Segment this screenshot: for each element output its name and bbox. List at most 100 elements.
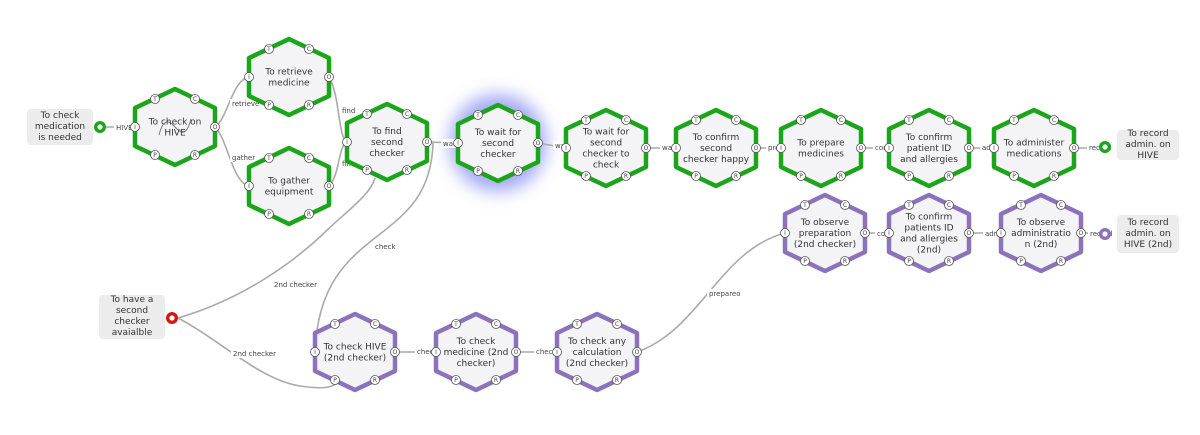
port-right[interactable]: O bbox=[860, 228, 870, 238]
port-top-left[interactable]: T bbox=[451, 319, 461, 329]
port-bottom-left[interactable]: P bbox=[362, 165, 372, 175]
port-top-left[interactable]: T bbox=[150, 94, 160, 104]
port-right[interactable]: O bbox=[210, 122, 220, 132]
port-bottom-left[interactable]: P bbox=[800, 256, 810, 266]
port-right[interactable]: O bbox=[422, 137, 432, 147]
port-bottom-right[interactable]: R bbox=[836, 171, 846, 181]
port-top-right[interactable]: C bbox=[304, 44, 314, 54]
port-top-left[interactable]: T bbox=[904, 200, 914, 210]
port-left[interactable]: I bbox=[453, 138, 463, 148]
port-bottom-right[interactable]: R bbox=[840, 256, 850, 266]
port-bottom-left[interactable]: P bbox=[904, 256, 914, 266]
port-left[interactable]: I bbox=[561, 143, 571, 153]
port-top-left[interactable]: T bbox=[264, 44, 274, 54]
port-top-right[interactable]: C bbox=[612, 319, 622, 329]
port-right[interactable]: O bbox=[1069, 143, 1079, 153]
terminal-box-start-check[interactable]: To check medication is needed bbox=[27, 109, 93, 145]
port-bottom-left[interactable]: P bbox=[581, 171, 591, 181]
port-top-left[interactable]: T bbox=[800, 200, 810, 210]
port-bottom-left[interactable]: P bbox=[330, 375, 340, 385]
port-bottom-right[interactable]: R bbox=[612, 375, 622, 385]
port-top-right[interactable]: C bbox=[491, 319, 501, 329]
port-bottom-left[interactable]: P bbox=[473, 166, 483, 176]
port-top-right[interactable]: C bbox=[1056, 200, 1066, 210]
port-top-right[interactable]: C bbox=[944, 200, 954, 210]
port-bottom-right[interactable]: R bbox=[513, 166, 523, 176]
port-top-right[interactable]: C bbox=[190, 94, 200, 104]
port-top-left[interactable]: T bbox=[473, 110, 483, 120]
terminal-box-start-second[interactable]: To have a second checker avaialble bbox=[99, 295, 165, 339]
port-top-right[interactable]: C bbox=[402, 109, 412, 119]
port-bottom-left[interactable]: P bbox=[796, 171, 806, 181]
port-top-left[interactable]: T bbox=[691, 115, 701, 125]
port-bottom-left[interactable]: P bbox=[264, 209, 274, 219]
terminal-dot-start-second[interactable] bbox=[166, 312, 178, 324]
port-right[interactable]: O bbox=[751, 143, 761, 153]
port-right[interactable]: O bbox=[390, 347, 400, 357]
port-right[interactable]: O bbox=[511, 347, 521, 357]
port-right[interactable]: O bbox=[632, 347, 642, 357]
port-top-right[interactable]: C bbox=[1049, 115, 1059, 125]
port-bottom-left[interactable]: P bbox=[904, 171, 914, 181]
port-bottom-right[interactable]: R bbox=[190, 150, 200, 160]
port-top-right[interactable]: C bbox=[731, 115, 741, 125]
port-bottom-right[interactable]: R bbox=[1056, 256, 1066, 266]
port-left[interactable]: I bbox=[884, 228, 894, 238]
terminal-box-end-record[interactable]: To record admin. on HIVE bbox=[1117, 129, 1179, 161]
terminal-dot-start-check[interactable] bbox=[94, 121, 106, 133]
terminal-dot-end-record[interactable] bbox=[1099, 141, 1111, 153]
port-bottom-right[interactable]: R bbox=[944, 256, 954, 266]
port-bottom-right[interactable]: R bbox=[304, 100, 314, 110]
port-left[interactable]: I bbox=[996, 228, 1006, 238]
port-bottom-left[interactable]: P bbox=[150, 150, 160, 160]
port-right[interactable]: O bbox=[324, 181, 334, 191]
port-bottom-left[interactable]: P bbox=[1009, 171, 1019, 181]
port-bottom-right[interactable]: R bbox=[621, 171, 631, 181]
port-bottom-right[interactable]: R bbox=[491, 375, 501, 385]
port-bottom-left[interactable]: P bbox=[572, 375, 582, 385]
port-right[interactable]: O bbox=[324, 72, 334, 82]
port-top-left[interactable]: T bbox=[1009, 115, 1019, 125]
port-right[interactable]: O bbox=[964, 228, 974, 238]
port-left[interactable]: I bbox=[130, 122, 140, 132]
port-top-right[interactable]: C bbox=[840, 200, 850, 210]
port-top-right[interactable]: C bbox=[836, 115, 846, 125]
port-right[interactable]: O bbox=[533, 138, 543, 148]
port-top-left[interactable]: T bbox=[572, 319, 582, 329]
port-left[interactable]: I bbox=[310, 347, 320, 357]
port-top-right[interactable]: C bbox=[944, 115, 954, 125]
port-top-left[interactable]: T bbox=[330, 319, 340, 329]
port-top-left[interactable]: T bbox=[796, 115, 806, 125]
port-left[interactable]: I bbox=[776, 143, 786, 153]
port-left[interactable]: I bbox=[884, 143, 894, 153]
port-top-left[interactable]: T bbox=[1016, 200, 1026, 210]
port-bottom-right[interactable]: R bbox=[1049, 171, 1059, 181]
port-top-left[interactable]: T bbox=[362, 109, 372, 119]
port-right[interactable]: O bbox=[641, 143, 651, 153]
port-bottom-left[interactable]: P bbox=[264, 100, 274, 110]
port-bottom-right[interactable]: R bbox=[944, 171, 954, 181]
port-bottom-left[interactable]: P bbox=[451, 375, 461, 385]
port-right[interactable]: O bbox=[964, 143, 974, 153]
terminal-dot-end-record2[interactable] bbox=[1099, 228, 1111, 240]
port-top-right[interactable]: C bbox=[513, 110, 523, 120]
terminal-box-end-record2[interactable]: To record admin. on HIVE (2nd) bbox=[1117, 215, 1179, 253]
port-top-right[interactable]: C bbox=[370, 319, 380, 329]
port-bottom-left[interactable]: P bbox=[691, 171, 701, 181]
port-top-left[interactable]: T bbox=[904, 115, 914, 125]
port-bottom-right[interactable]: R bbox=[304, 209, 314, 219]
